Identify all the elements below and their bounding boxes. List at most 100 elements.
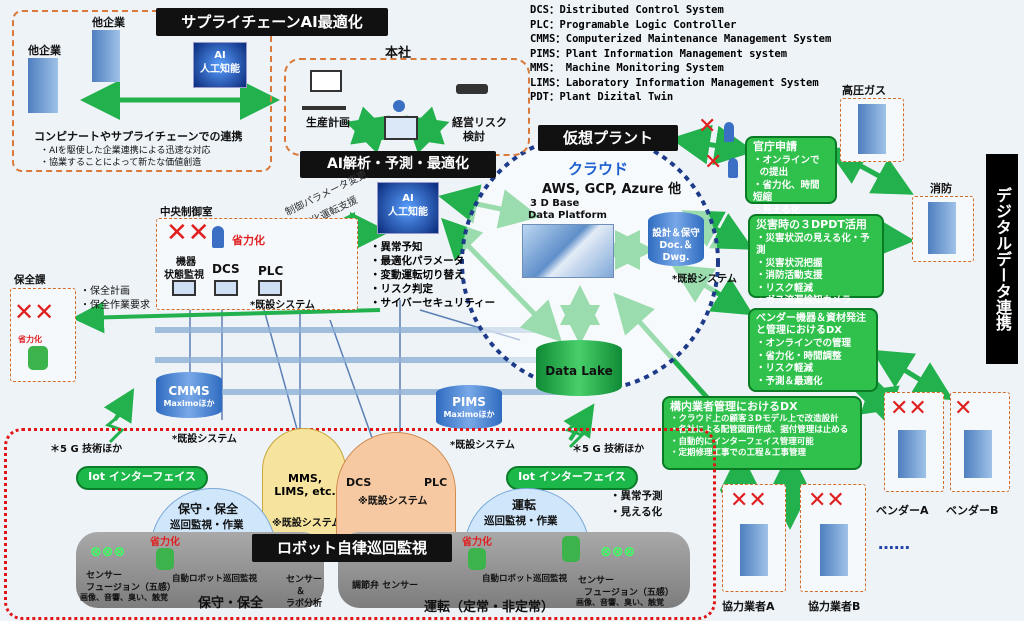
building-icon	[898, 430, 926, 478]
fiveg-right-label: ＊5 G 技術ほか	[572, 444, 645, 455]
building-icon	[740, 524, 768, 576]
building-icon	[820, 524, 848, 576]
dcs-existing-label: ※既設システム	[358, 496, 428, 507]
partner-b-label: 協力業者B	[808, 600, 861, 613]
equipment-label-2: 状態監視	[164, 270, 204, 281]
sensor-fusion-left-2: フュージョン（五感）	[86, 583, 176, 593]
equipment-label-1: 機器	[176, 257, 196, 268]
building-icon	[858, 104, 886, 154]
disaster-item: ・消防活動支援	[756, 270, 823, 281]
legend-cmms: CMMS：Computerized Maintenance Management…	[530, 33, 832, 45]
vendor-item: ・予測＆最適化	[756, 375, 823, 387]
sensor-fusion-left-3: 画像、音響、臭い、触覚	[80, 593, 168, 602]
cross-mark-icon: ✕	[704, 150, 723, 175]
valve-sensor-label: 調節弁 センサー	[352, 581, 419, 591]
contractor-item: ・自動的にインターフェイス管理可能	[670, 436, 814, 447]
person-icon	[212, 226, 224, 248]
other-company-label-1: 他企業	[28, 44, 61, 57]
ai-bullet: ・リスク判定	[370, 283, 433, 295]
cmms-label: CMMS	[168, 384, 210, 398]
disaster-pdt-box: 災害時の３DPDT活用 ・災害状況の見える化・予測 ・災害状況把握 ・消防活動支…	[748, 214, 884, 306]
high-pressure-gas-label: 高圧ガス	[842, 84, 886, 97]
legend-pdt: PDT：Plant Dizital Twin	[530, 91, 674, 103]
supply-chain-heading: コンピナートやサプライチェーンでの連携	[34, 130, 243, 143]
disaster-pdt-title: 災害時の３DPDT活用	[756, 218, 867, 231]
sensor-fusion-right-3: 画像、音響、臭い、触覚	[576, 598, 664, 607]
cross-mark-icon: ✕	[698, 114, 717, 139]
gov-item: ・オンラインで	[753, 154, 820, 166]
robot-icon	[156, 548, 174, 570]
fire-dept-label: 消防	[930, 182, 952, 195]
pims-sublabel: Maximoほか	[443, 410, 495, 419]
vendor-dx-box: ベンダー機器＆資材発注と管理におけるDX ・オンラインでの管理 ・省力化・時間調…	[748, 308, 878, 392]
disaster-item: ・リスク軽減	[756, 282, 814, 294]
ai-bullet: ・変動運転切り替え	[370, 269, 465, 281]
maintenance-saving-label: 省力化	[150, 537, 180, 548]
supply-chain-title: サプライチェーンAI最適化	[156, 8, 388, 36]
design-docs-label-2: Doc.＆Dwg.	[659, 240, 693, 263]
meeting-table-icon	[448, 70, 496, 104]
legend-lims: LIMS：Laboratory Information Management S…	[530, 76, 819, 89]
robot-patrol-banner: ロボット自律巡回監視	[252, 534, 452, 562]
anomaly-predict-label: ・異常予測	[610, 490, 663, 502]
pims-cylinder: PIMS Maximoほか	[436, 385, 502, 429]
data-lake-label: Data Lake	[545, 364, 613, 378]
legend-pims: PIMS：Plant Information Management system	[530, 47, 788, 60]
risk-review-label-1: 経営リスク	[452, 116, 507, 129]
maintenance-saving-label: 省力化	[18, 335, 42, 344]
cross-mark-icon: ✕✕	[14, 298, 55, 326]
digital-data-link-bar: デジタルデータ連携	[986, 154, 1018, 364]
mms-existing-label: ※既設システム	[272, 518, 342, 529]
sensor-fusion-left-1: センサー	[86, 571, 123, 581]
vendor-item: ・リスク軽減	[756, 363, 814, 374]
ai-chip-label: AI	[214, 50, 226, 61]
gov-application-box: 官庁申請 ・オンラインで の提出 ・省力化、時間短縮 ・見える化	[745, 136, 837, 216]
ai-analysis-bullets: ・異常予知 ・最適化パラメータ ・変動運転切り替え ・リスク判定 ・サイバーセキ…	[370, 240, 495, 310]
ai-chip-sublabel: 人工知能	[200, 64, 240, 75]
virtual-plant-existing-label: *既設システム	[672, 274, 737, 285]
supply-chain-bullet-2: ・協業することによって新たな価値創造	[40, 158, 202, 168]
mms-lims-label: MMS, LIMS, etc.	[274, 472, 336, 498]
contractor-dx-title: 構内業者管理におけるDX	[670, 400, 798, 413]
field-dcs-label: DCS	[346, 476, 372, 489]
control-room-saving-label: 省力化	[232, 234, 265, 247]
ai-bullet: ・最適化パラメータ	[370, 255, 465, 267]
cloud-providers-label: AWS, GCP, Azure 他	[542, 182, 682, 197]
cmms-cylinder: CMMS Maximoほか	[156, 372, 222, 418]
monitor-icon	[172, 280, 196, 296]
vendor-item: ・オンラインでの管理	[756, 338, 852, 349]
control-room-existing-label: *既設システム	[250, 300, 315, 311]
disaster-item: ・ガス流漏検知カメラ	[756, 295, 852, 306]
person-icon	[728, 158, 738, 178]
vendor-dx-title: ベンダー機器＆資材発注と管理におけるDX	[756, 313, 866, 336]
operation-dome-subtitle: 巡回監視・作業	[484, 515, 558, 527]
computer-icon	[384, 116, 418, 140]
person-icon	[724, 122, 734, 142]
cloud-label: クラウド	[568, 160, 629, 178]
vendor-b-label: ベンダーB	[946, 504, 999, 517]
ai-chip-sublabel: 人工知能	[388, 207, 428, 218]
sensor-analysis-1: センサー	[286, 575, 323, 585]
legend-plc: PLC：Programable Logic Controller	[530, 18, 737, 31]
robot-icon	[468, 548, 486, 570]
sensor-fusion-right-1: センサー	[578, 576, 615, 586]
cross-mark-icon: ✕✕	[808, 488, 845, 513]
building-icon	[928, 202, 956, 254]
pims-existing-label: *既設システム	[450, 440, 515, 451]
mms-lims-dome	[262, 428, 346, 540]
production-plan-label: 生産計画	[306, 116, 350, 129]
operation-saving-label: 省力化	[462, 537, 492, 548]
legend-mms: MMS： Machine Monitoring System	[530, 62, 724, 74]
iot-interface-left: Iot インターフェイス	[76, 466, 208, 490]
maintenance-request-label: ・保全作業要求	[80, 300, 150, 311]
maintenance-plan-label: ・保全計画	[80, 286, 130, 297]
other-company-label-2: 他企業	[92, 16, 125, 29]
contractor-dx-box: 構内業者管理におけるDX ・クラウド上の顧客３Dモデル上で改造設計 ・各社による…	[662, 396, 862, 470]
supply-chain-bullet-1: ・AIを駆使した企業連携による迅速な対応	[40, 146, 211, 156]
vendor-a-label: ベンダーA	[876, 504, 929, 517]
gov-item: ・見える化	[753, 204, 801, 216]
ai-bullet: ・異常予知	[370, 241, 423, 253]
more-partners-dots: ……	[878, 534, 910, 553]
cmms-sublabel: Maximoほか	[163, 399, 215, 408]
building-icon	[92, 30, 120, 82]
